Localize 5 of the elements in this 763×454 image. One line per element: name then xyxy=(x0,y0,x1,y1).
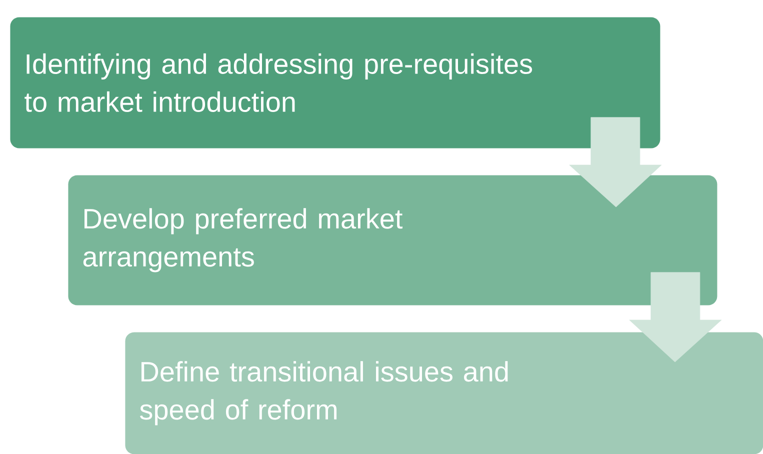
process-box: Define transitional issues and speed of reform xyxy=(125,332,763,454)
process-box: Develop preferred market arrangements xyxy=(68,175,718,306)
process-box: Identifying and addressing pre-requisites to market introduction xyxy=(10,17,660,148)
arrow xyxy=(569,117,662,208)
arrow xyxy=(629,272,722,362)
